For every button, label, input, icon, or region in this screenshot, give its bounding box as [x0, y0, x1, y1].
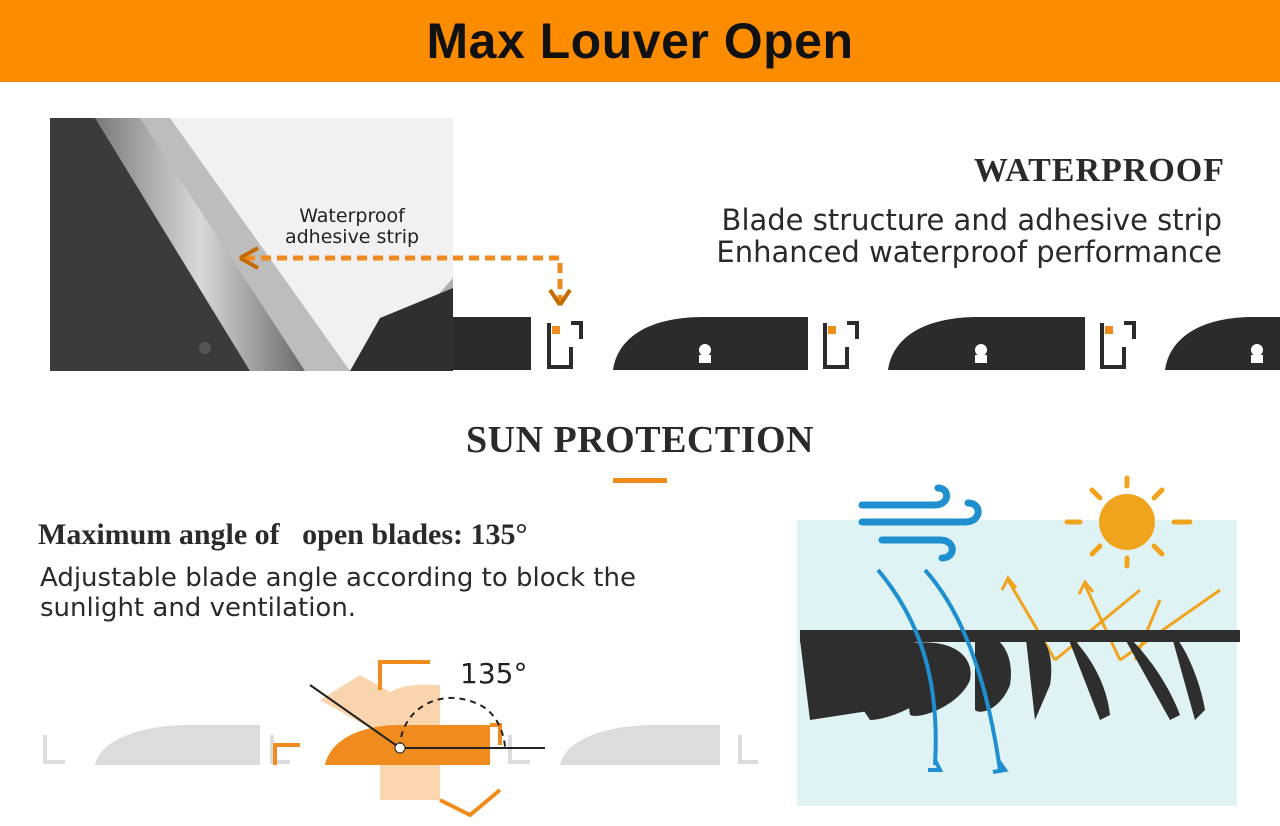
waterproof-line-1: Blade structure and adhesive strip [721, 203, 1222, 237]
title-underline [613, 478, 667, 483]
waterproof-line-2: Enhanced waterproof performance [716, 235, 1222, 269]
angle-description: Adjustable blade angle according to bloc… [40, 563, 636, 623]
sun-wind-illustration [800, 475, 1240, 774]
louver-blades [800, 630, 1240, 720]
wind-icon [858, 484, 982, 562]
page-title: Max Louver Open [426, 13, 854, 69]
airflow-arrows [876, 568, 1009, 774]
sun-protection-title: SUN PROTECTION [466, 419, 814, 461]
title-banner: Max Louver Open [0, 0, 1280, 82]
sun-icon [1064, 475, 1193, 569]
blade-profile-row [453, 317, 1280, 370]
max-angle-heading: Maximum angle of open blades: 135° [38, 518, 528, 551]
blade-angle-diagram [43, 660, 758, 818]
waterproof-title: WATERPROOF [973, 152, 1225, 189]
photo-label: Waterproof adhesive strip [284, 205, 420, 248]
blade-photo: Waterproof adhesive strip [50, 118, 453, 371]
angle-label: 135° [460, 657, 528, 690]
